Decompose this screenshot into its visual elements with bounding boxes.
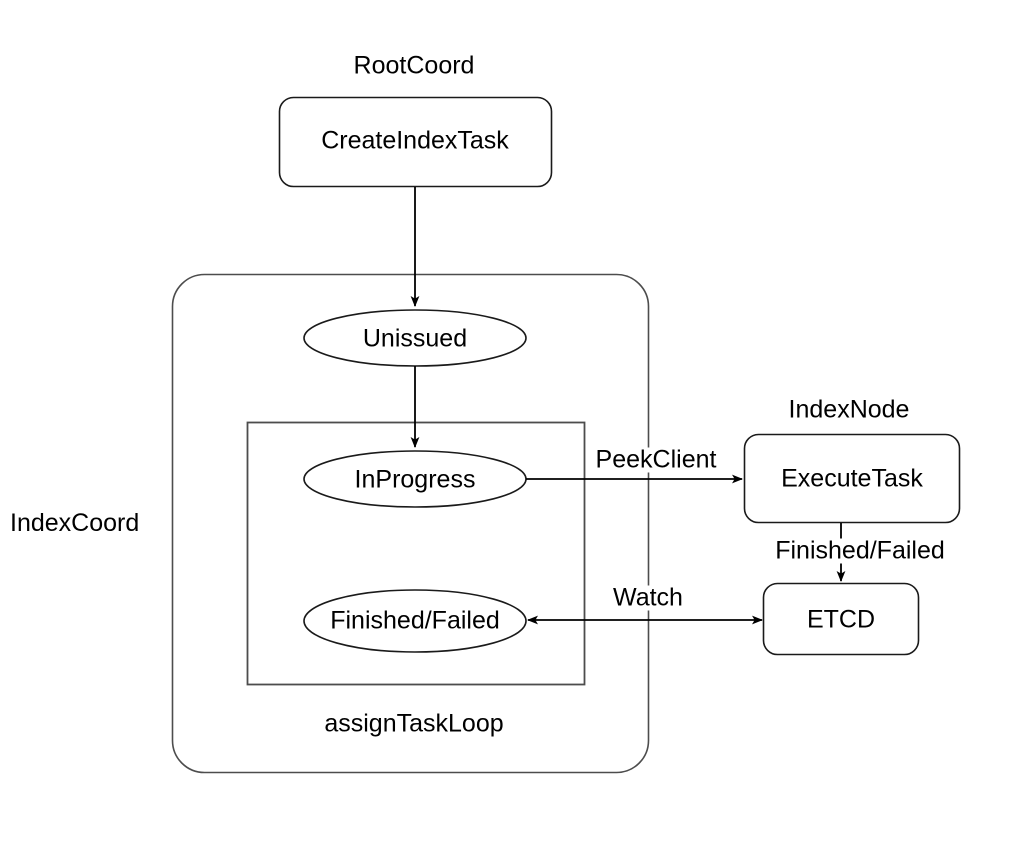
node-label-createindextask[interactable]: CreateIndexTask: [321, 126, 509, 155]
container-assigntaskloop: [246, 421, 586, 686]
container-indexcoord: [171, 273, 650, 774]
node-etcd-shape[interactable]: [762, 582, 920, 656]
node-createindextask-shape[interactable]: [278, 96, 553, 188]
container-label-indexcoord: IndexCoord: [10, 509, 140, 537]
node-label-etcd[interactable]: ETCD: [806, 605, 876, 634]
edge-label-peekclient: PeekClient: [593, 445, 719, 474]
edge-label-watch: Watch: [611, 583, 685, 612]
node-label-inprogress[interactable]: InProgress: [354, 465, 476, 494]
group-label-rootcoord: RootCoord: [353, 51, 475, 80]
node-label-unissued[interactable]: Unissued: [362, 324, 468, 353]
container-label-assigntaskloop: assignTaskLoop: [324, 709, 504, 738]
node-label-finishedfailed[interactable]: Finished/Failed: [330, 606, 500, 635]
node-finishedfailed-shape[interactable]: [303, 589, 527, 653]
node-label-executetask[interactable]: ExecuteTask: [781, 464, 923, 493]
edge-label-finished-failed: Finished/Failed: [773, 536, 947, 565]
node-executetask-shape[interactable]: [743, 433, 961, 524]
group-label-indexnode: IndexNode: [788, 395, 910, 424]
